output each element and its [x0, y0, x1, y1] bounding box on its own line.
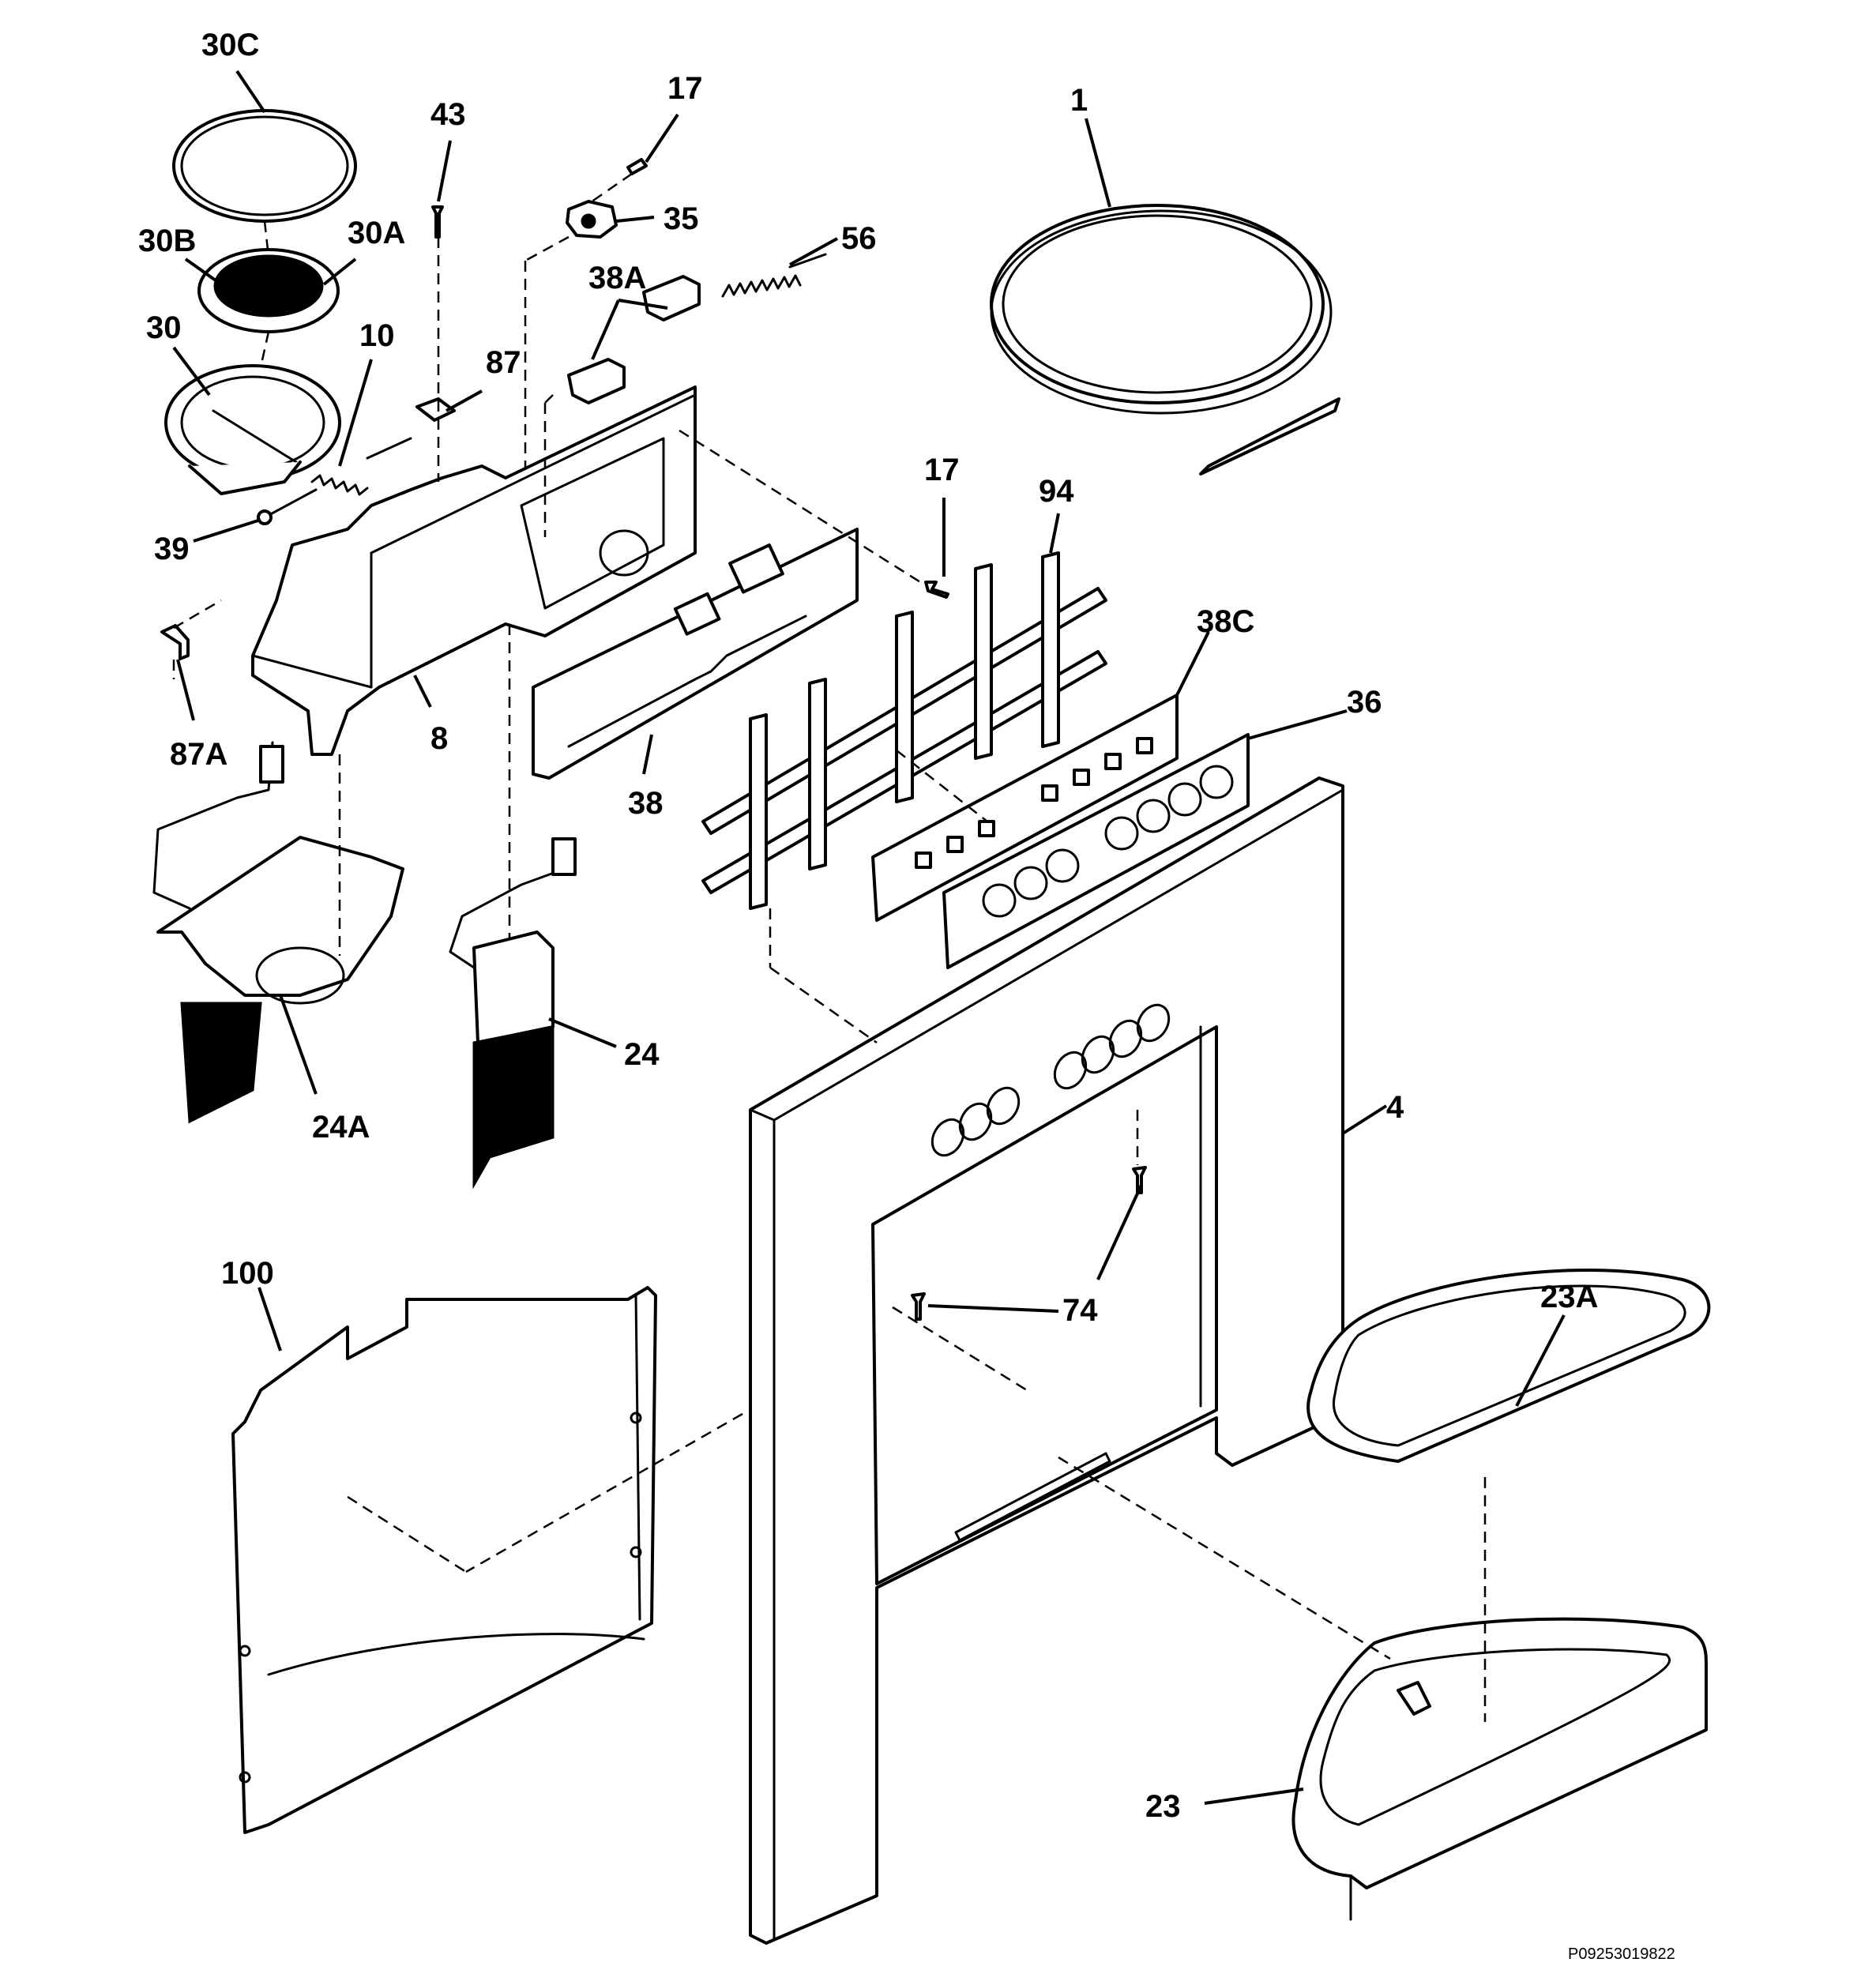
callout-38: 38: [628, 786, 664, 821]
part-94-frame-bracket: [701, 551, 1107, 910]
part-30-bracket-ring: [164, 364, 341, 495]
callout-43: 43: [430, 97, 466, 132]
part-8-dispenser-housing: [251, 385, 697, 756]
callout-24a: 24A: [312, 1110, 370, 1145]
callout-87: 87: [486, 345, 521, 380]
part-38c-switch-board: [871, 694, 1179, 922]
part-87a-clip: [160, 624, 190, 660]
callout-100: 100: [221, 1256, 274, 1291]
part-35-actuator: [566, 200, 618, 239]
callout-24: 24: [624, 1037, 660, 1072]
callout-1: 1: [1070, 83, 1088, 118]
part-56-spring: [721, 253, 827, 298]
part-10-spring: [310, 437, 412, 496]
alignment-lines: [172, 172, 1487, 1722]
callout-17-top: 17: [667, 71, 703, 106]
part-74-screws: [911, 1166, 1147, 1321]
part-43-screw: [431, 205, 444, 239]
callout-23: 23: [1145, 1789, 1181, 1824]
callout-23a: 23A: [1540, 1280, 1598, 1314]
callout-38a: 38A: [588, 261, 646, 295]
callout-4: 4: [1386, 1090, 1404, 1125]
callout-38c: 38C: [1197, 604, 1254, 639]
leader-lines: [172, 70, 1566, 1805]
callout-30b: 30B: [138, 224, 196, 258]
diagram-code: P09253019822: [1568, 1946, 1675, 1963]
part-24a-ice-chute: [152, 741, 404, 1124]
part-38a-switches: [567, 275, 701, 404]
callout-74: 74: [1062, 1293, 1098, 1328]
callout-30a: 30A: [348, 216, 405, 250]
part-87-bracket: [415, 397, 456, 422]
part-4-front-panel: [749, 776, 1344, 1945]
part-24-ice-chute: [449, 837, 577, 1190]
callout-17-middle: 17: [924, 453, 960, 487]
part-1-tubing-coil: [990, 204, 1340, 476]
callout-39: 39: [154, 532, 190, 566]
part-36-button-panel: [942, 733, 1250, 969]
part-17-screw-top: [626, 158, 648, 175]
callout-87a: 87A: [170, 737, 227, 772]
part-17-screw-middle: [924, 581, 949, 599]
part-39-rod: [257, 488, 318, 525]
callout-56: 56: [841, 221, 877, 256]
callouts: 30C 43 17 35 56 1 30B 30A 38A 30 10 87 3…: [138, 28, 1598, 1824]
callout-35: 35: [664, 201, 699, 236]
callout-10: 10: [359, 318, 395, 353]
part-30c-gasket-ring: [172, 109, 357, 223]
callout-30: 30: [146, 310, 182, 345]
callout-30c: 30C: [201, 28, 259, 62]
callout-8: 8: [430, 721, 448, 756]
part-38-control-board: [532, 528, 859, 780]
callout-36: 36: [1347, 685, 1382, 720]
callout-94: 94: [1039, 474, 1074, 509]
part-100-back-liner: [231, 1286, 657, 1834]
part-23-drip-tray: [1291, 1617, 1708, 1921]
part-30a-filter-disc: [197, 248, 340, 333]
part-23a-tray-grille: [1306, 1269, 1711, 1463]
